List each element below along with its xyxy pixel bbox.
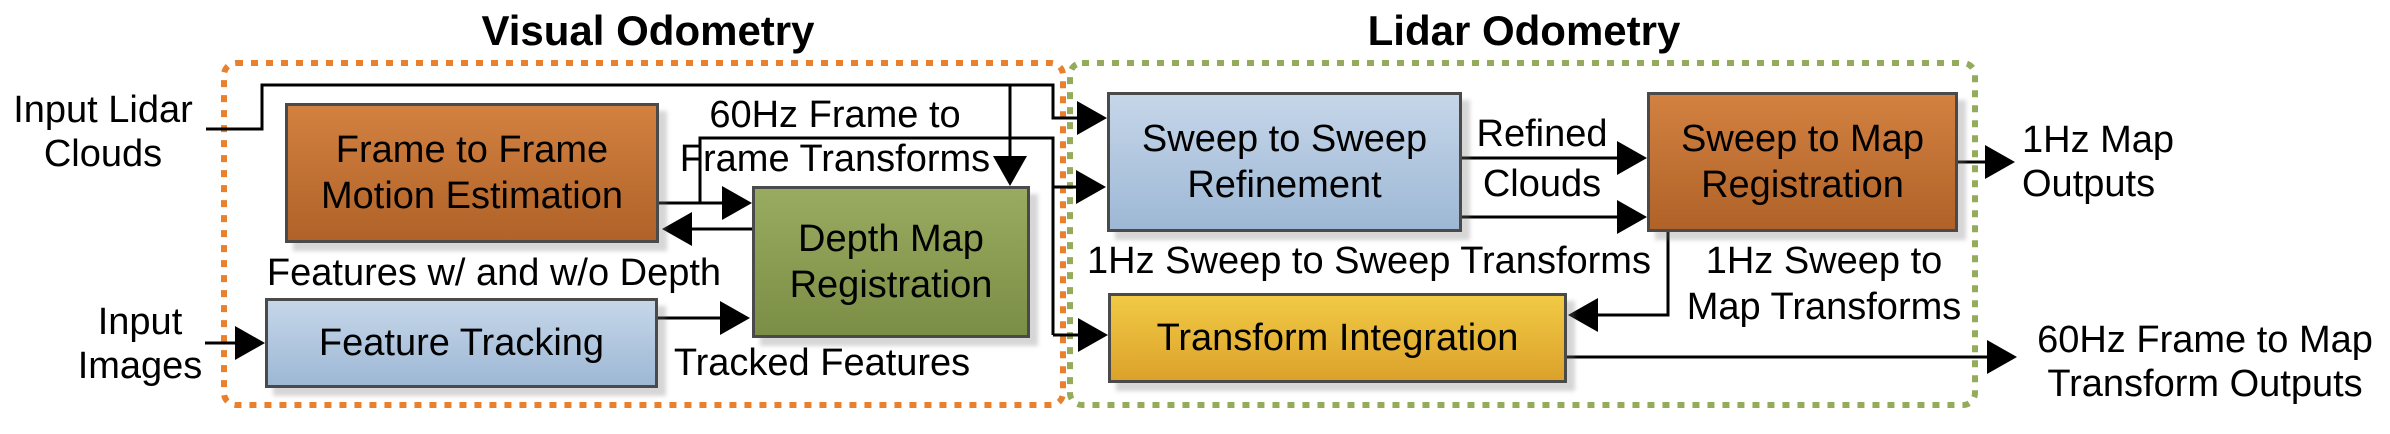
depth-map-registration-box: Depth Map Registration xyxy=(752,186,1030,338)
visual-odometry-region-border xyxy=(221,60,1066,408)
refined-clouds-label: Refined Clouds xyxy=(1476,113,1608,205)
arrow-depth-map-to-motion-estimation xyxy=(662,212,752,246)
input-lidar-clouds-label: Input Lidar Clouds xyxy=(13,89,193,175)
arrow-input-images-to-feature-tracking xyxy=(205,326,265,360)
frame-to-map-outputs-label: 60Hz Frame to Map Transform Outputs xyxy=(2037,319,2373,405)
lidar-odometry-title: Lidar Odometry xyxy=(1367,7,1681,54)
arrow-frame-to-map-outputs xyxy=(1567,340,2017,374)
lidar-odometry-region-border xyxy=(1067,60,1978,408)
input-images-label: Input Images xyxy=(77,301,203,387)
frame-to-frame-motion-estimation-box: Frame to Frame Motion Estimation xyxy=(285,103,659,243)
arrow-refined-clouds-upper xyxy=(1462,141,1647,175)
arrow-map-transforms-to-transform-integration xyxy=(1568,232,1670,332)
map-outputs-label: 1Hz Map Outputs xyxy=(2022,119,2175,205)
arrow-map-outputs xyxy=(1958,145,2015,179)
tracked-features-label: Tracked Features xyxy=(673,342,971,384)
map-transforms-label: 1Hz Sweep to Map Transforms xyxy=(1686,240,1962,328)
arrow-feature-tracking-to-depth-map xyxy=(658,301,750,335)
arrow-frame-transforms-to-sweep-refinement xyxy=(1053,170,1106,204)
sweep-to-sweep-refinement-box: Sweep to Sweep Refinement xyxy=(1107,92,1462,232)
features-depth-label: Features w/ and w/o Depth xyxy=(266,252,722,294)
arrow-refined-clouds-lower xyxy=(1462,200,1647,234)
transform-integration-box: Transform Integration xyxy=(1108,293,1567,383)
frame-transforms-label: 60Hz Frame to Frame Transforms xyxy=(679,94,991,180)
sweep-transforms-label: 1Hz Sweep to Sweep Transforms xyxy=(1087,240,1651,282)
sweep-to-map-registration-box: Sweep to Map Registration xyxy=(1647,92,1958,232)
feature-tracking-box: Feature Tracking xyxy=(265,298,658,388)
arrow-motion-estimation-to-depth-map xyxy=(659,186,752,220)
arrow-lidar-clouds-to-depth-map xyxy=(993,85,1027,186)
arrow-lidar-clouds-to-sweep-refinement xyxy=(206,83,1107,135)
rail-60hz-frame-transforms xyxy=(698,136,1055,335)
visual-odometry-title: Visual Odometry xyxy=(481,7,815,54)
arrow-frame-transforms-to-transform-integration xyxy=(1053,318,1108,352)
